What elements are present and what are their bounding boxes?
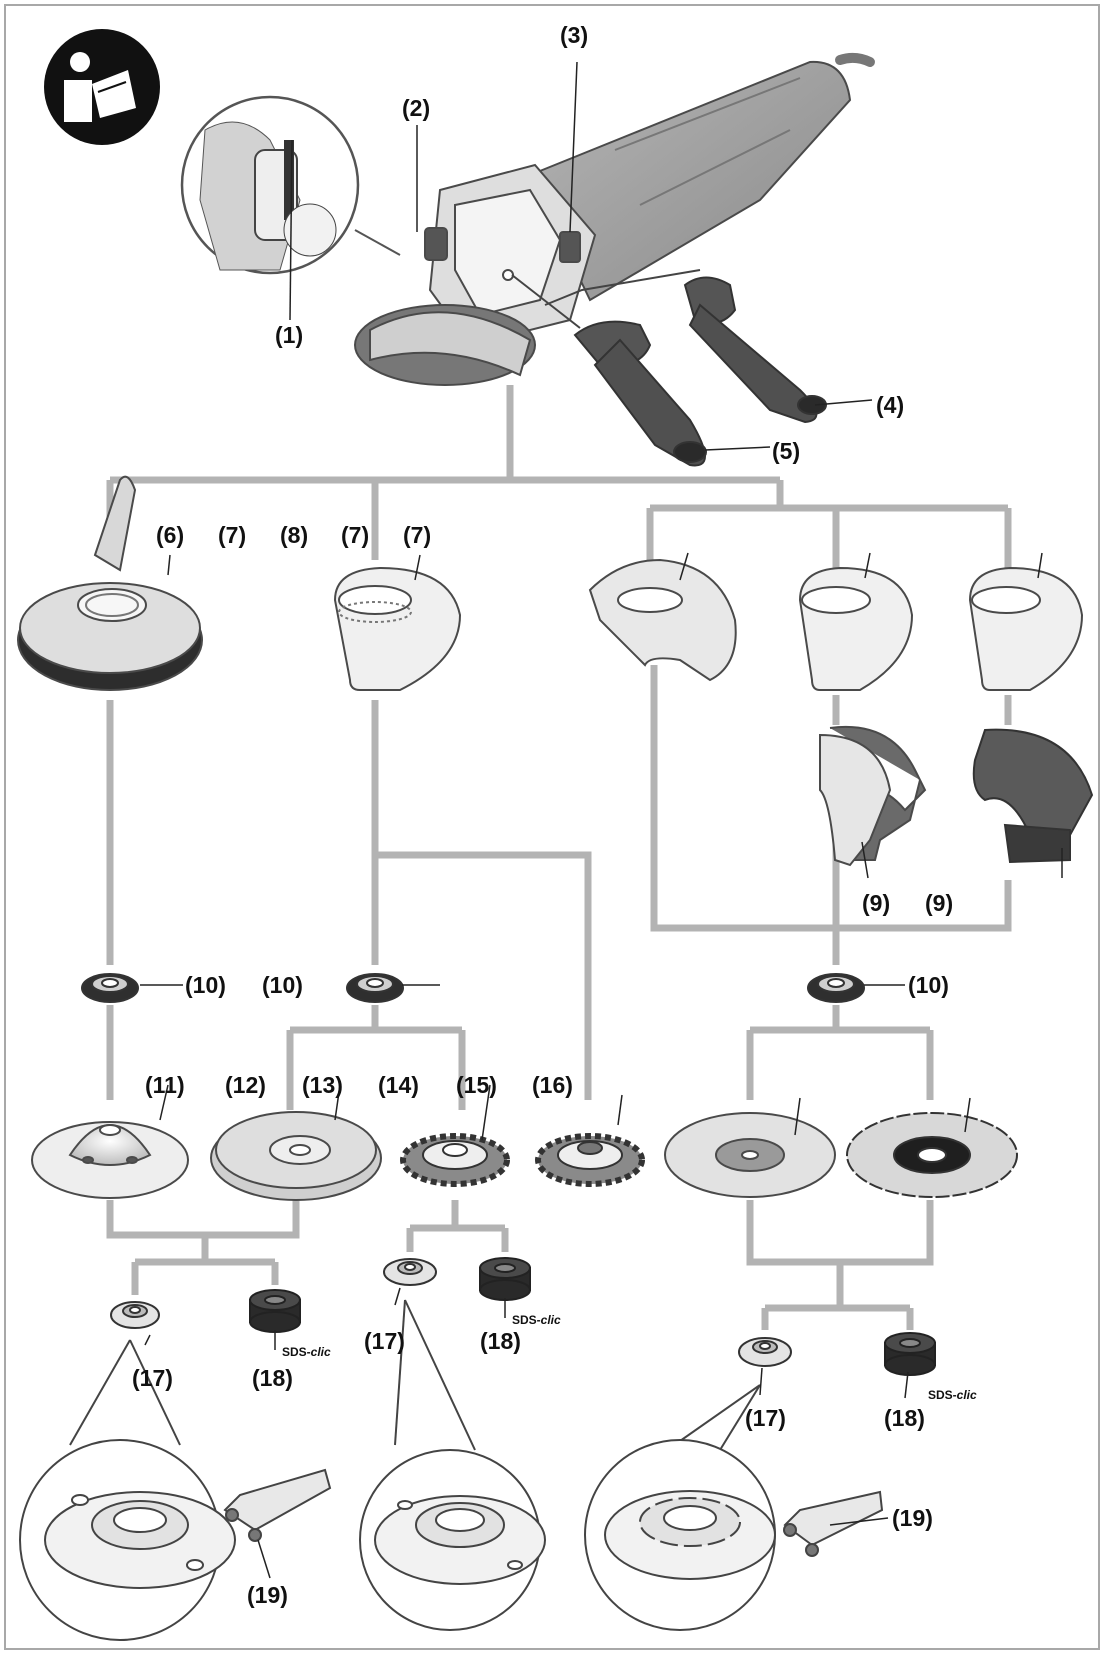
label-disc-14: (14) xyxy=(378,1072,419,1098)
sds-clic-mark-b: SDS-clic xyxy=(512,1313,561,1327)
label-quick-nut-b: (18) xyxy=(480,1328,521,1354)
label-clamping-nut-a: (17) xyxy=(132,1365,173,1391)
diamond-cutting-disc xyxy=(846,1112,1018,1198)
auxiliary-handle-large xyxy=(573,320,707,467)
label-disc-13: (13) xyxy=(302,1072,343,1098)
quick-clamping-nut-middle xyxy=(479,1257,531,1301)
clamping-nut-right xyxy=(738,1337,792,1367)
auxiliary-handle-small xyxy=(683,276,827,424)
read-manual-icon xyxy=(44,29,160,145)
label-disc-12: (12) xyxy=(225,1072,266,1098)
extraction-hood xyxy=(17,475,203,691)
handle-connectors xyxy=(511,269,701,329)
label-quick-nut-c: (18) xyxy=(884,1405,925,1431)
label-pin-wrench-a: (19) xyxy=(247,1582,288,1608)
label-backing-pad: (11) xyxy=(145,1072,185,1098)
wire-brush-cup xyxy=(400,1133,510,1187)
label-clamping-nut-b: (17) xyxy=(364,1328,405,1354)
flange-middle xyxy=(346,973,404,1003)
label-aux-handle-1: (4) xyxy=(876,392,905,418)
label-on-off-switch: (3) xyxy=(560,22,589,48)
label-brush-15: (15) xyxy=(456,1072,497,1098)
label-flange-c: (10) xyxy=(908,972,949,998)
cutting-guard-closed xyxy=(588,558,737,682)
backing-pad xyxy=(31,1121,189,1199)
label-spindle-lock-button: (2) xyxy=(402,95,431,121)
label-flange-b: (10) xyxy=(262,972,303,998)
zoom-connectors xyxy=(69,1299,761,1456)
label-pin-wrench-b: (19) xyxy=(892,1505,933,1531)
two-pin-wrench-right xyxy=(783,1490,884,1557)
leader-lines xyxy=(140,61,1063,1579)
label-guard-c: (7) xyxy=(403,522,432,548)
label-cover-a: (9) xyxy=(862,890,891,916)
label-extraction-hood: (6) xyxy=(156,522,185,548)
flange-right xyxy=(807,973,865,1003)
diagram-frame xyxy=(4,4,1100,1650)
clamping-nut-middle xyxy=(383,1258,437,1286)
label-cover-b: (9) xyxy=(925,890,954,916)
label-guard-b: (7) xyxy=(341,522,370,548)
protective-guard-middle xyxy=(333,566,462,691)
connector-lines xyxy=(106,385,1012,1330)
sds-clic-mark-a: SDS-clic xyxy=(282,1345,331,1359)
flange-left xyxy=(81,973,139,1003)
label-clamping-nut-c: (17) xyxy=(745,1405,786,1431)
label-brush-16: (16) xyxy=(532,1072,573,1098)
nut-detail-zoom-right xyxy=(584,1439,776,1631)
spindle-lock-zoom xyxy=(180,95,401,275)
cutting-disc xyxy=(664,1112,836,1198)
cover-attachment-dark xyxy=(972,728,1094,864)
wire-brush-disc xyxy=(535,1133,645,1187)
two-pin-wrench-left xyxy=(223,1468,332,1542)
quick-clamping-nut-left xyxy=(249,1289,301,1333)
label-aux-handle-2: (5) xyxy=(772,438,801,464)
label-spindle-lock: (1) xyxy=(275,322,304,348)
sds-clic-mark-c: SDS-clic xyxy=(928,1388,977,1402)
grinding-disc xyxy=(210,1111,382,1201)
clamping-nut-left xyxy=(110,1301,160,1329)
angle-grinder xyxy=(354,52,875,386)
protective-guard-right-1 xyxy=(798,566,914,691)
label-quick-nut-a: (18) xyxy=(252,1365,293,1391)
label-guard-a: (7) xyxy=(218,522,247,548)
cover-attachment-light xyxy=(819,726,927,867)
nut-detail-zoom-left xyxy=(19,1439,236,1641)
quick-clamping-nut-right xyxy=(884,1332,936,1376)
protective-guard-right-2 xyxy=(968,566,1084,691)
nut-detail-zoom-middle xyxy=(359,1449,546,1631)
label-guard-cutting: (8) xyxy=(280,522,309,548)
label-flange-a: (10) xyxy=(185,972,226,998)
